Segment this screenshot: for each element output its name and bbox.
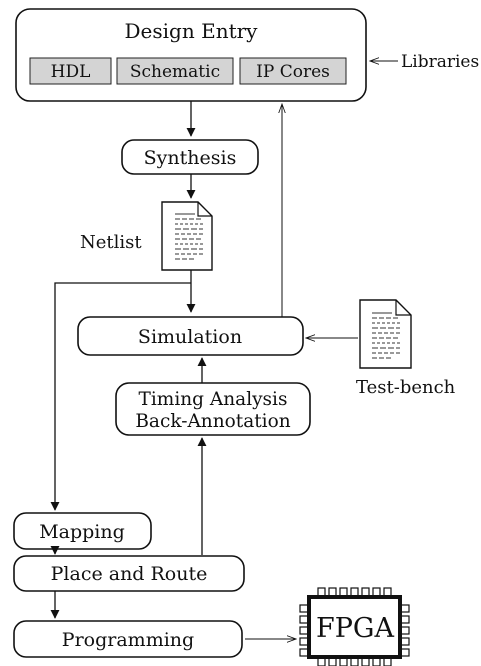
synthesis-box [121, 139, 259, 175]
libraries-label: Libraries [401, 52, 479, 72]
timing-analysis-label: Timing Analysis [139, 389, 288, 410]
simulation-label: Simulation [138, 326, 242, 348]
programming-label: Programming [62, 629, 194, 651]
place-route-label: Place and Route [51, 563, 208, 585]
fpga-chip-icon [299, 587, 410, 666]
place-route-box [13, 555, 245, 592]
fpga-label: FPGA [316, 613, 394, 644]
hdl-option [29, 57, 112, 85]
schematic-option [116, 57, 234, 85]
mapping-label: Mapping [39, 521, 125, 543]
netlist-label: Netlist [80, 232, 142, 253]
testbench-document-icon [359, 299, 412, 369]
hdl-option-label: HDL [51, 62, 91, 82]
synthesis-label: Synthesis [144, 147, 237, 169]
mapping-box [13, 512, 152, 550]
design-entry-title: Design Entry [125, 19, 259, 43]
timing-analysis-box [115, 382, 311, 436]
arrow-netlist-to-mapping [50, 282, 191, 511]
testbench-label: Test-bench [356, 377, 456, 398]
netlist-document-icon [161, 201, 213, 271]
programming-box [13, 620, 243, 658]
schematic-option-label: Schematic [130, 62, 220, 82]
simulation-box [77, 316, 304, 356]
back-annotation-label: Back-Annotation [135, 411, 290, 432]
ip-cores-option-label: IP Cores [256, 62, 330, 82]
ip-cores-option [239, 57, 347, 85]
